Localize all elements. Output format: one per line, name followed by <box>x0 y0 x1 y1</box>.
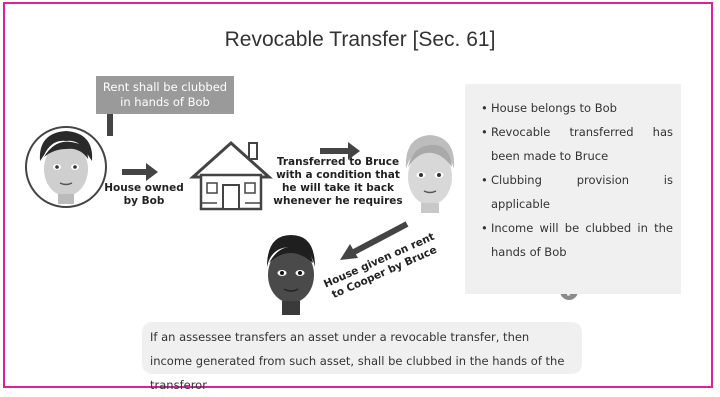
bob-avatar <box>25 126 107 208</box>
info-point: House belongs to Bob <box>481 96 673 120</box>
arrow-icon <box>122 163 158 181</box>
info-point: Income will be clubbed in the hands of B… <box>481 216 673 264</box>
bruce-avatar <box>405 135 455 213</box>
page-title: Revocable Transfer [Sec. 61] <box>224 28 496 51</box>
house-icon <box>189 140 273 211</box>
info-panel: House belongs to Bob Revocable transferr… <box>465 84 681 294</box>
down-arrow-icon <box>107 114 113 136</box>
house-owned-label: House owned by Bob <box>104 182 184 207</box>
transferred-label: Transferred to Bruce with a condition th… <box>273 156 403 207</box>
info-point: Revocable transferred has been made to B… <box>481 120 673 168</box>
arrow-icon <box>320 142 360 160</box>
arrow-icon <box>340 221 409 260</box>
cooper-avatar <box>267 235 315 315</box>
clubbing-note: Rent shall be clubbed in hands of Bob <box>96 76 234 114</box>
summary-note: If an assessee transfers an asset under … <box>142 322 582 392</box>
info-point: Clubbing provision is applicable <box>481 168 673 216</box>
